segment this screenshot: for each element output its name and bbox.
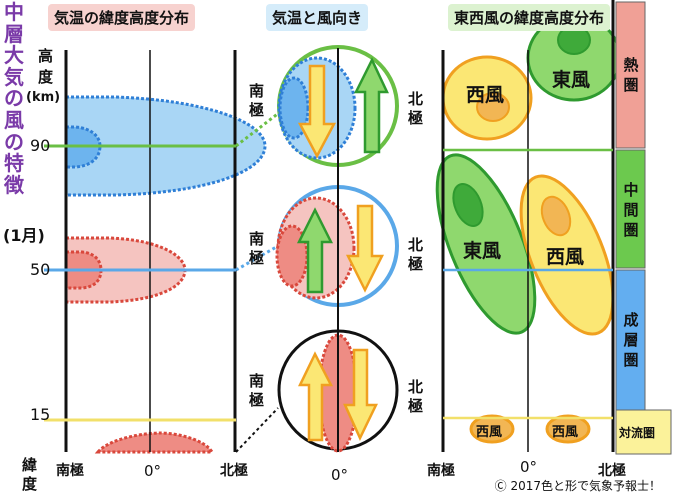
pole-char: 北 [408,90,424,108]
title-char: の [4,86,24,111]
wind-arrow-down-90 [297,64,337,159]
copyright-footer: Ⓒ 2017色と形で気象予報士！ [494,479,661,493]
west-wind-core-thermosphere [476,92,510,122]
title-char: 徴 [4,172,24,197]
altitude-value-50: 50 [30,260,51,279]
layer-char: 中 [623,181,639,199]
layer-char: 層 [623,331,639,349]
altitude-value-15: 15 [30,405,51,424]
pole-char: 南 [249,372,265,390]
panel1-x-south: 南極 [56,463,84,479]
panel3-title: 東西風の緯度高度分布 [448,4,611,31]
layer-char: 圏 [623,351,639,369]
layer-char: 成 [623,311,639,329]
panel1-x-north: 北極 [220,463,248,479]
thermosphere-band [615,1,646,149]
stratosphere-band [615,269,646,411]
east-wind-label-mesosphere: 東風 [463,240,502,262]
pole-char: 極 [408,109,424,127]
west-wind-label-mesosphere: 西風 [546,246,585,268]
pole-char: 極 [408,397,424,415]
troposphere-band [615,409,672,455]
panel3-x-center: 0° [520,458,538,476]
latitude-header-char: 度 [22,475,38,493]
wind-arrow-up-surface-left [298,351,334,442]
wind-arrow-down-50 [345,204,385,293]
layer-char: 間 [623,201,639,219]
title-char: 気 [4,64,24,89]
panel1-x-center: 0° [144,462,162,480]
west-wind-core-mesosphere [540,195,572,237]
panel2-temperature-wind [275,45,399,453]
pole-char: 極 [408,255,424,273]
latitude-header: 緯 度 [22,456,37,494]
west-wind-label-troposphere-north: 西風 [552,425,579,440]
title-char: 中 [4,0,24,24]
title-char: 大 [4,43,24,68]
title-char: 層 [4,21,24,46]
altitude-value-90: 90 [30,136,51,155]
atmosphere-layer-column [615,1,672,455]
stratosphere-label: 成層圏 [620,310,642,370]
altitude-unit: (km) [26,90,61,105]
latitude-header-char: 緯 [22,456,38,474]
north-pole-label-2: 北極 [408,236,423,274]
thermosphere-label: 熱圏 [620,55,642,95]
title-char: の [4,129,24,154]
connector-surface [235,407,279,453]
west-wind-troposphere-north [545,414,591,444]
altitude-header: 高 度 [38,45,53,87]
altitude-header-char: 度 [38,68,54,86]
panel1-title: 気温の緯度高度分布 [48,4,196,31]
pole-char: 南 [249,230,265,248]
panel3-x-south: 南極 [427,463,455,479]
panel2-x-center: 0° [331,466,349,484]
mesosphere-label: 中間圏 [620,180,642,240]
altitude-header-char: 高 [38,47,54,65]
wind-arrow-down-surface-right [343,348,378,441]
mesosphere-band [615,149,646,269]
south-pole-label-1: 南極 [249,82,264,120]
panel1-temperature-distribution [44,50,281,454]
layer-char: 圏 [623,76,639,94]
pole-char: 極 [249,391,265,409]
panel2-title: 気温と風向き [266,4,369,31]
east-wind-label-thermosphere: 東風 [552,69,591,91]
north-pole-label-3: 北極 [408,378,423,416]
panel3-zonal-wind [435,0,622,452]
troposphere-label: 対流圏 [619,426,656,440]
month-label: (1月) [3,226,45,245]
layer-char: 圏 [623,221,639,239]
pole-char: 北 [408,378,424,396]
pole-char: 極 [249,101,265,119]
pole-char: 南 [249,82,265,100]
south-pole-label-2: 南極 [249,230,264,268]
west-wind-troposphere-south [469,414,515,444]
west-wind-label-troposphere-south: 西風 [476,425,503,440]
wind-arrow-up-50 [296,207,334,294]
title-char: 特 [4,151,24,176]
south-pole-label-3: 南極 [249,372,264,410]
pole-char: 極 [249,249,265,267]
north-pole-label-1: 北極 [408,90,423,128]
main-title: 中 層 大 気 の 風 の 特 徴 [2,0,26,197]
title-char: 風 [4,107,24,132]
warm-region-surface [94,431,215,454]
layer-char: 熱 [623,56,639,74]
panel3-x-north: 北極 [598,463,626,479]
wind-arrow-up-90 [353,57,389,154]
connector-50 [235,244,279,272]
pole-char: 北 [408,236,424,254]
west-wind-label-thermosphere: 西風 [466,84,505,106]
east-wind-core-mesosphere [452,183,484,227]
